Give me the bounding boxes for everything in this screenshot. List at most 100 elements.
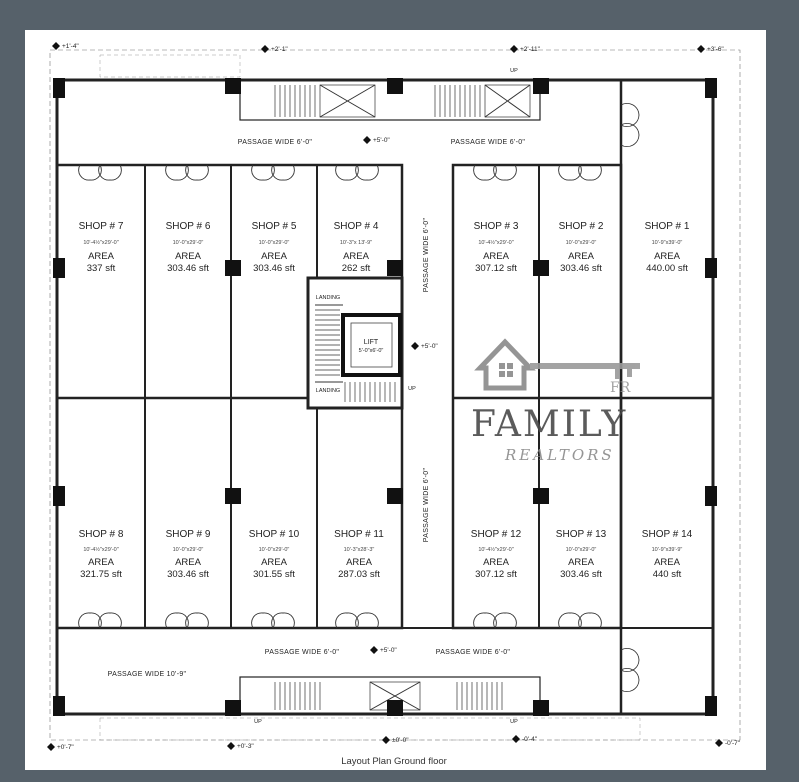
shop-name: SHOP # 11: [334, 529, 384, 540]
area-value: 303.46 sft: [167, 263, 209, 274]
area-value: 287.03 sft: [338, 569, 380, 580]
area-value: 301.55 sft: [253, 569, 295, 580]
area-label: AREA: [261, 557, 288, 568]
area-label: AREA: [175, 251, 202, 262]
up-label-core: UP: [408, 386, 416, 392]
bottom-stair-left-treads: [274, 682, 321, 710]
level-marker: ±0'-0": [392, 737, 409, 744]
structural-columns: [53, 78, 717, 716]
shop-7: SHOP # 7 10'-4½"x29'-0" AREA 337 sft: [79, 221, 124, 274]
area-label: AREA: [483, 251, 510, 262]
area-value: 303.46 sft: [560, 263, 602, 274]
shop-name: SHOP # 13: [556, 529, 607, 540]
shop-9: SHOP # 9 10'-0"x29'-0" AREA 303.46 sft: [166, 529, 211, 580]
shop-1: SHOP # 1 10'-9"x39'-0" AREA 440.00 sft: [645, 221, 690, 274]
shop-name: SHOP # 9: [166, 529, 211, 540]
shop-name: SHOP # 14: [642, 529, 693, 540]
lift-shaft: [341, 313, 402, 377]
top-stair-left-treads: [274, 85, 316, 117]
passage-label-bottom-left: PASSAGE WIDE 10'-9": [108, 671, 187, 678]
drawing-sheet: SHOP # 7 10'-4½"x29'-0" AREA 337 sft SHO…: [25, 30, 766, 770]
level-marker: +2'-1": [271, 46, 288, 53]
shop-12: SHOP # 12 10'-4½"x29'-0" AREA 307.12 sft: [471, 529, 522, 580]
passage-label-top-left: PASSAGE WIDE 6'-0": [238, 139, 313, 146]
logo-mark: FR: [610, 380, 631, 396]
shop-name: SHOP # 5: [252, 221, 297, 232]
area-label: AREA: [88, 557, 115, 568]
top-stair-block: [239, 79, 541, 121]
area-label: AREA: [175, 557, 202, 568]
shop-4: SHOP # 4 10'-3"x 13'-9" AREA 262 sft: [334, 221, 379, 274]
area-label: AREA: [483, 557, 510, 568]
logo-subtitle: REALTORS: [504, 446, 615, 464]
bottom-stair-right-treads: [456, 682, 503, 710]
shop-6: SHOP # 6 10'-0"x29'-0" AREA 303.46 sft: [166, 221, 211, 274]
up-label-bottom-left: UP: [254, 719, 262, 725]
area-value: 303.46 sft: [253, 263, 295, 274]
area-value: 337 sft: [87, 263, 116, 274]
top-stair-right-treads: [434, 85, 481, 117]
landing-label-bottom: LANDING: [316, 388, 340, 394]
shop-dimensions: 10'-3"x28'-3": [344, 547, 375, 553]
level-marker: +2'-11": [520, 46, 541, 53]
level-markers: +1'-4" +2'-1" +2'-11" +3'-6" +5'-0" +5'-…: [47, 42, 741, 751]
passage-label-vertical-lower: PASSAGE WIDE 6'-0": [423, 468, 430, 543]
drawing-title: Layout Plan Ground floor: [341, 756, 447, 767]
shop-8: SHOP # 8 10'-4½"x29'-0" AREA 321.75 sft: [79, 529, 124, 580]
shop-name: SHOP # 6: [166, 221, 211, 232]
family-realtors-logo: FR FAMILY REALTORS: [471, 338, 640, 464]
floor-plan: SHOP # 7 10'-4½"x29'-0" AREA 337 sft SHO…: [47, 42, 741, 767]
shop-3: SHOP # 3 10'-4½"x29'-0" AREA 307.12 sft: [474, 221, 519, 274]
area-label: AREA: [346, 557, 373, 568]
level-marker: +0'-7": [57, 744, 74, 751]
area-label: AREA: [654, 557, 681, 568]
shop-name: SHOP # 10: [249, 529, 300, 540]
shop-name: SHOP # 3: [474, 221, 519, 232]
shop-name: SHOP # 12: [471, 529, 522, 540]
shop-dimensions: 10'-0"x29'-0": [566, 547, 597, 553]
level-marker: +1'-4": [62, 43, 79, 50]
area-value: 303.46 sft: [167, 569, 209, 580]
area-value: 440 sft: [653, 569, 682, 580]
shop-name: SHOP # 1: [645, 221, 690, 232]
level-marker: +3'-6": [707, 46, 724, 53]
shop-13: SHOP # 13 10'-0"x29'-0" AREA 303.46 sft: [556, 529, 607, 580]
area-label: AREA: [343, 251, 370, 262]
shop-dimensions: 10'-4½"x29'-0": [83, 546, 118, 553]
top-setback: [99, 54, 241, 78]
shop-dimensions: 10'-9"x39'-9": [652, 547, 683, 553]
lift-dimensions: 5'-0"x6'-0": [359, 348, 384, 354]
shop-dimensions: 10'-9"x39'-0": [652, 240, 683, 246]
house-key-icon: [474, 338, 640, 391]
logo-name: FAMILY: [471, 404, 627, 445]
core-stair-treads: [315, 309, 396, 402]
area-value: 303.46 sft: [560, 569, 602, 580]
passage-label-bottom-mid-left: PASSAGE WIDE 6'-0": [265, 649, 340, 656]
shop-name: SHOP # 2: [559, 221, 604, 232]
passage-label-top-right: PASSAGE WIDE 6'-0": [451, 139, 526, 146]
level-marker: +5'-0": [421, 343, 438, 350]
shop-name: SHOP # 8: [79, 529, 124, 540]
central-core: [306, 276, 404, 410]
shop-dimensions: 10'-3"x 13'-9": [340, 240, 372, 246]
area-value: 307.12 sft: [475, 569, 517, 580]
level-marker: +0'-3": [237, 743, 254, 750]
shop-dimensions: 10'-0"x29'-0": [173, 240, 204, 246]
shop-5: SHOP # 5 10'-0"x29'-0" AREA 303.46 sft: [252, 221, 297, 274]
shop-2: SHOP # 2 10'-0"x29'-0" AREA 303.46 sft: [559, 221, 604, 274]
passage-label-bottom-mid-right: PASSAGE WIDE 6'-0": [436, 649, 511, 656]
shop-walls: [55, 80, 713, 714]
lift-label: LIFT: [364, 339, 379, 346]
shop-dimensions: 10'-0"x29'-0": [259, 547, 290, 553]
area-label: AREA: [568, 557, 595, 568]
up-label-top: UP: [510, 68, 518, 74]
passage-label-vertical-upper: PASSAGE WIDE 6'-0": [423, 218, 430, 293]
area-label: AREA: [88, 251, 115, 262]
door-swings: [78, 102, 640, 693]
level-marker: +5'-0": [380, 647, 397, 654]
shop-dimensions: 10'-4½"x29'-0": [478, 546, 513, 553]
shop-dimensions: 10'-0"x29'-0": [259, 240, 290, 246]
shop-name: SHOP # 7: [79, 221, 124, 232]
shop-10: SHOP # 10 10'-0"x29'-0" AREA 301.55 sft: [249, 529, 300, 580]
area-value: 440.00 sft: [646, 263, 688, 274]
